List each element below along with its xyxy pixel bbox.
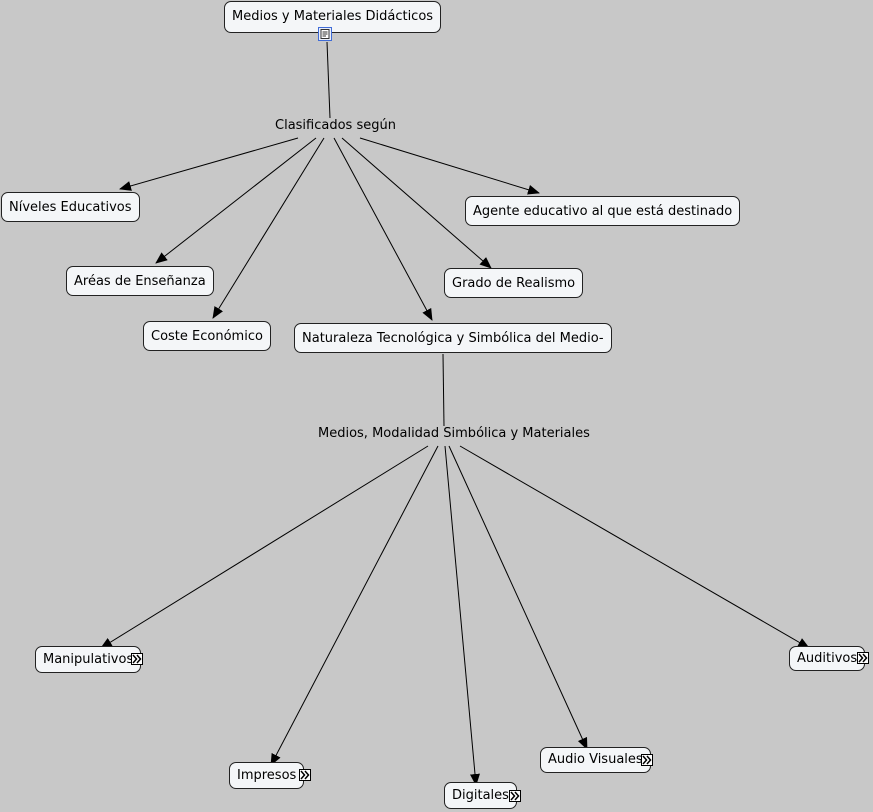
concept-coste-economico[interactable]: Coste Económico: [143, 321, 271, 351]
expand-impresos-icon[interactable]: [299, 769, 311, 781]
concept-grado-realismo-label: Grado de Realismo: [452, 276, 576, 291]
concept-auditivos[interactable]: Auditivos: [789, 646, 866, 671]
concept-naturaleza-tecnologica[interactable]: Naturaleza Tecnológica y Simbólica del M…: [294, 323, 612, 353]
concept-naturaleza-tecnologica-label: Naturaleza Tecnológica y Simbólica del M…: [302, 331, 604, 346]
expand-manipulativos-icon[interactable]: [131, 653, 143, 665]
concept-agente-educativo[interactable]: Agente educativo al que está destinado: [465, 196, 741, 226]
concept-areas-ensenanza-label: Aréas de Enseñanza: [74, 274, 206, 289]
concept-coste-economico-label: Coste Económico: [151, 329, 263, 344]
document-icon[interactable]: [318, 27, 332, 41]
concept-manipulativos[interactable]: Manipulativos: [35, 646, 142, 673]
arrow-to-agente: [359, 137, 540, 195]
arrow-to-realismo: [341, 137, 492, 269]
line-naturaleza-to-medios: [442, 353, 445, 427]
expand-auditivos-icon[interactable]: [857, 652, 869, 664]
concept-auditivos-label: Auditivos: [797, 651, 858, 666]
concept-digitales-label: Digitales: [452, 788, 509, 803]
concept-manipulativos-label: Manipulativos: [43, 652, 134, 667]
link-phrase-medios-modalidad[interactable]: Medios, Modalidad Simbólica y Materiales: [316, 426, 592, 442]
concept-audio-visuales-label: Audio Visuales: [548, 752, 643, 767]
link-phrase-clasificados[interactable]: Clasificados según: [273, 118, 398, 134]
concept-digitales[interactable]: Digitales: [444, 782, 517, 809]
concept-agente-educativo-label: Agente educativo al que está destinado: [473, 204, 733, 219]
arrow-to-coste: [212, 137, 325, 319]
concept-niveles-educativos[interactable]: Níveles Educativos: [1, 192, 140, 222]
concept-areas-ensenanza[interactable]: Aréas de Enseñanza: [66, 266, 214, 296]
concept-audio-visuales[interactable]: Audio Visuales: [540, 747, 651, 773]
concept-root-label: Medios y Materiales Didácticos: [232, 9, 434, 24]
concept-impresos-label: Impresos: [237, 768, 297, 783]
arrow-to-manipulativos: [100, 445, 429, 649]
arrow-to-niveles: [119, 137, 299, 191]
expand-digitales-icon[interactable]: [509, 790, 521, 802]
arrow-to-naturaleza: [333, 137, 433, 321]
arrow-to-auditivos: [459, 445, 810, 649]
arrow-to-digitales: [444, 445, 480, 786]
expand-audio-visuales-icon[interactable]: [641, 754, 653, 766]
concept-root[interactable]: Medios y Materiales Didácticos: [224, 1, 442, 33]
concept-impresos[interactable]: Impresos: [229, 762, 305, 789]
concept-grado-realismo[interactable]: Grado de Realismo: [444, 268, 584, 298]
arrow-to-areas: [155, 137, 317, 264]
concept-niveles-educativos-label: Níveles Educativos: [9, 200, 132, 215]
line-root-to-clasificados: [326, 41, 331, 119]
arrow-to-audiovisuales: [448, 445, 588, 750]
arrow-to-impresos: [270, 445, 439, 766]
